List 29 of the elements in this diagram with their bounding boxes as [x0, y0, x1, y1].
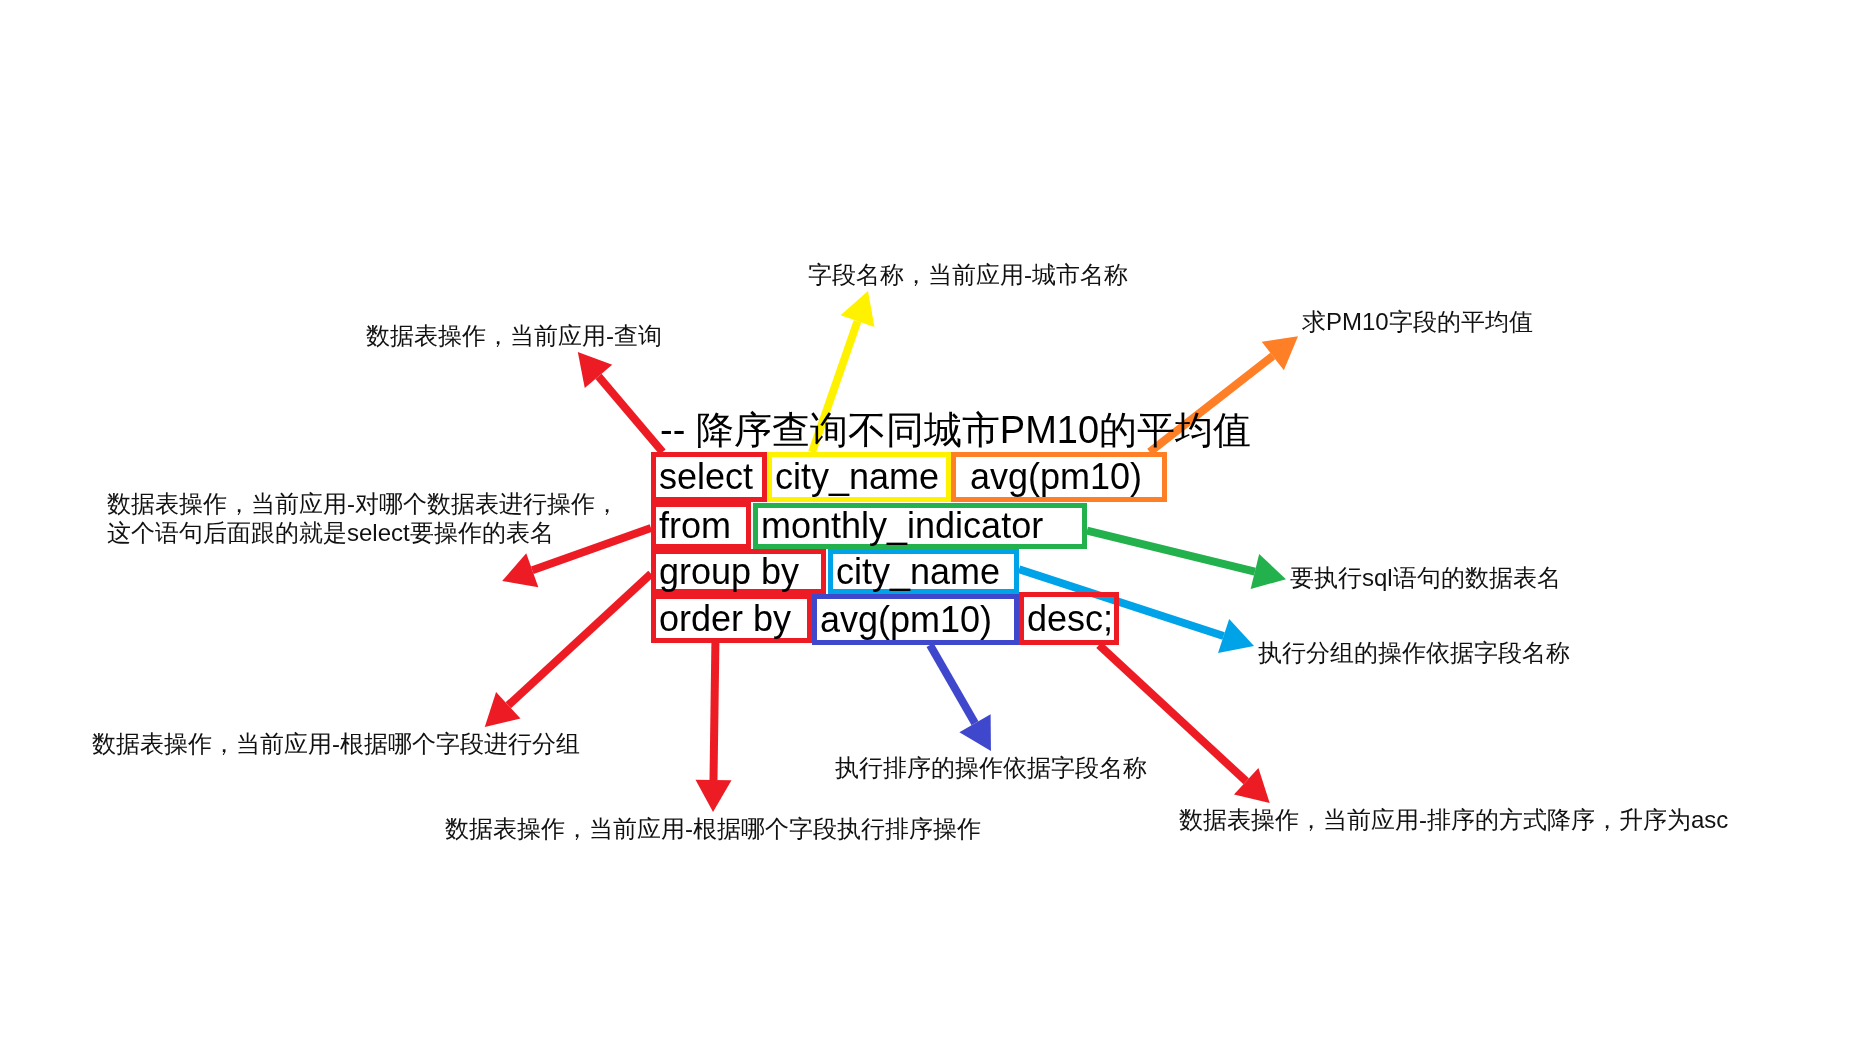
arrow: [926, 643, 991, 752]
highlighted-code: avg(pm10): [812, 594, 1019, 645]
highlighted-code: group by: [651, 549, 826, 594]
highlighted-code: city_name: [767, 452, 951, 502]
annotation: 求PM10字段的平均值: [1298, 305, 1537, 338]
highlighted-code: monthly_indicator: [753, 503, 1087, 549]
highlighted-code: order by: [651, 594, 812, 643]
highlighted-code: select: [651, 452, 767, 502]
arrow: [484, 570, 654, 727]
arrow: [1096, 642, 1270, 804]
annotation: 字段名称，当前应用-城市名称: [804, 258, 1132, 291]
highlighted-code: city_name: [828, 549, 1019, 594]
arrow: [1017, 565, 1254, 654]
arrow: [502, 524, 653, 588]
highlighted-code: avg(pm10): [951, 452, 1167, 502]
highlighted-code: desc;: [1019, 592, 1119, 645]
annotation: 执行分组的操作依据字段名称: [1254, 636, 1574, 669]
annotation: 数据表操作，当前应用-根据哪个字段进行分组: [88, 727, 584, 760]
annotation: 数据表操作，当前应用-对哪个数据表进行操作，这个语句后面跟的就是select要操作的表名: [103, 487, 631, 581]
annotation: 要执行sql语句的数据表名: [1286, 561, 1565, 594]
annotation: 执行排序的操作依据字段名称: [831, 751, 1151, 784]
annotation: 数据表操作，当前应用-排序的方式降序，升序为asc: [1175, 803, 1733, 836]
arrow: [577, 352, 666, 455]
highlighted-code: from: [651, 502, 751, 549]
arrow: [808, 290, 875, 454]
annotation: 数据表操作，当前应用-根据哪个字段执行排序操作: [441, 812, 985, 845]
arrow: [1086, 526, 1286, 590]
annotation: 数据表操作，当前应用-查询: [362, 319, 666, 352]
arrow: [695, 642, 732, 812]
